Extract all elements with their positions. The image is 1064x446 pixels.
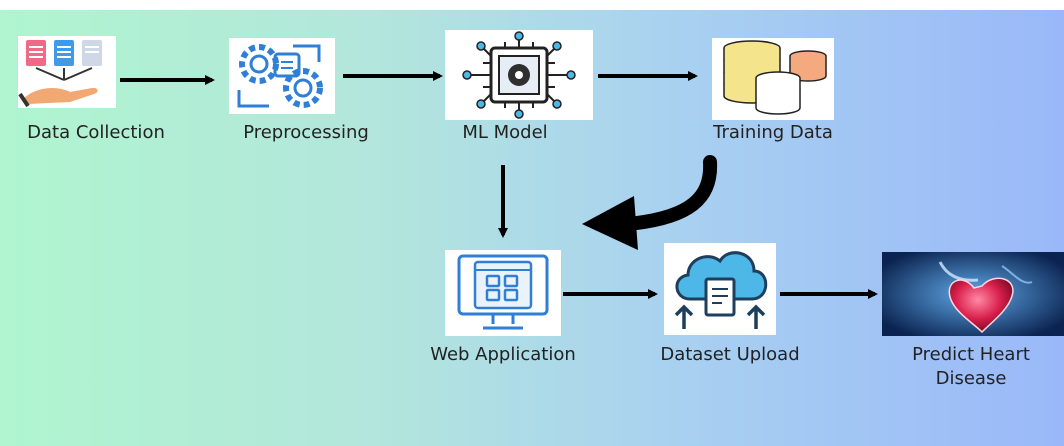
- gears-icon: [229, 38, 335, 114]
- label-data-collection: Data Collection: [27, 122, 165, 143]
- arrow-training-data-head: [582, 196, 638, 250]
- label-predict-line2: Disease: [935, 368, 1007, 389]
- label-training-data: Training Data: [713, 122, 833, 143]
- top-margin: [0, 0, 1064, 10]
- label-predict-line1: Predict Heart: [912, 344, 1030, 365]
- data-collection-icon: [18, 36, 116, 108]
- cloud-upload-icon: [664, 243, 776, 335]
- label-preprocessing: Preprocessing: [243, 122, 369, 143]
- database-icon: [712, 38, 834, 120]
- label-web-application: Web Application: [430, 344, 576, 365]
- arrow-training-data-to-web-application: [621, 155, 718, 231]
- chip-icon: [445, 30, 593, 120]
- web-app-icon: [445, 250, 561, 336]
- label-ml-model: ML Model: [462, 122, 548, 143]
- heart-image: [882, 252, 1064, 336]
- label-dataset-upload: Dataset Upload: [660, 344, 800, 365]
